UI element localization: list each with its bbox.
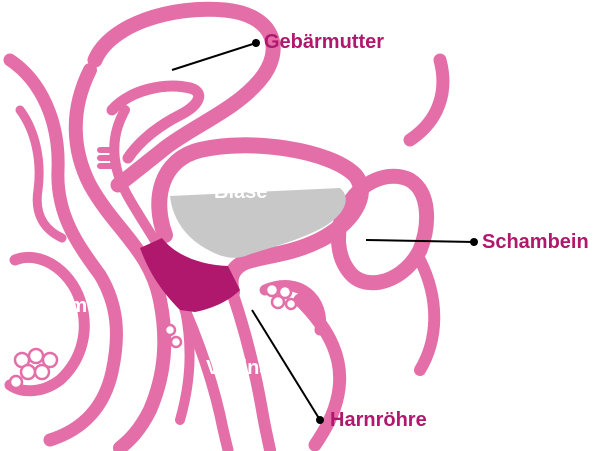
label-uterus: Gebärmutter bbox=[264, 32, 384, 52]
pubic-bone-outline bbox=[339, 176, 427, 283]
tissue-dot bbox=[286, 299, 296, 309]
label-bowel: Darm bbox=[36, 296, 87, 316]
tissue-dot bbox=[272, 296, 284, 308]
tissue-dot bbox=[266, 284, 278, 296]
tissue-dot bbox=[165, 325, 175, 335]
label-urethra: Harnröhre bbox=[330, 410, 427, 430]
bowel-content-dot bbox=[29, 349, 43, 363]
cervix-rings bbox=[100, 150, 116, 166]
label-bladder: Blase bbox=[214, 182, 267, 202]
bowel-content-dot bbox=[35, 365, 49, 379]
pubic-bone-lower bbox=[420, 260, 434, 370]
leader-line-pubic-bone bbox=[366, 240, 474, 242]
leader-end-uterus-icon bbox=[252, 39, 260, 47]
leader-end-pubic-bone-icon bbox=[470, 238, 478, 246]
bowel-content-dot bbox=[21, 365, 35, 379]
label-vagina: Vagina bbox=[206, 358, 270, 378]
label-pubic-bone: Schambein bbox=[482, 232, 589, 252]
leader-end-urethra-icon bbox=[316, 416, 324, 424]
tissue-dot bbox=[171, 337, 181, 347]
bowel-content-dot bbox=[10, 376, 22, 388]
pubic-bone-ramus bbox=[410, 60, 443, 140]
leader-line-uterus bbox=[172, 43, 256, 70]
